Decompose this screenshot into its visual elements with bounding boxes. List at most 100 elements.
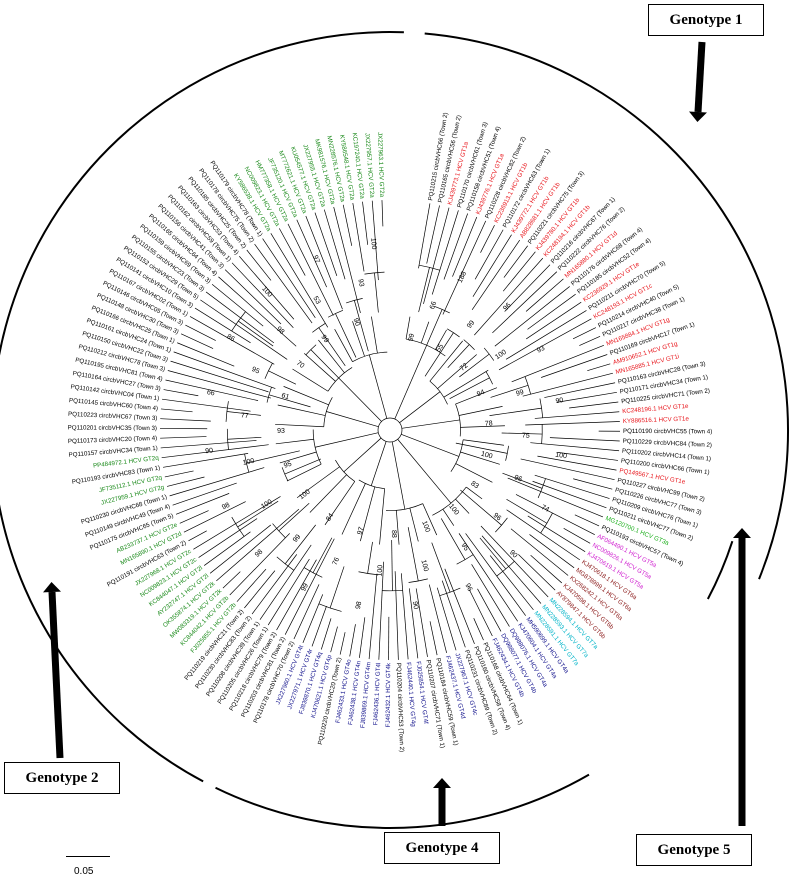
bootstrap-value: 100 xyxy=(260,285,273,298)
tip-branch xyxy=(263,239,316,318)
tip-label: FJ839869.1 HCV GT4m xyxy=(359,662,372,729)
tip-branch xyxy=(195,308,251,343)
tip-branch xyxy=(429,585,446,653)
bootstrap-value: 88 xyxy=(390,530,397,538)
internal-branch xyxy=(432,543,450,593)
internal-branch xyxy=(285,525,316,564)
internal-branch xyxy=(380,489,385,545)
internal-branch xyxy=(330,566,344,608)
tip-branch xyxy=(472,564,510,626)
tip-branch xyxy=(531,555,562,583)
tip-branch xyxy=(427,205,440,263)
internal-branch xyxy=(238,321,273,346)
tip-branch xyxy=(573,479,612,489)
root-branch xyxy=(344,438,381,472)
bootstrap-value: 55 xyxy=(435,343,445,353)
internal-branch xyxy=(284,386,329,404)
tip-branch xyxy=(569,402,618,408)
bootstrap-value: 95 xyxy=(283,461,293,470)
tip-branch xyxy=(526,302,581,339)
tip-branch xyxy=(252,554,297,614)
root-branch xyxy=(400,392,441,423)
bootstrap-value: 100 xyxy=(419,559,429,572)
tip-branch xyxy=(331,627,338,653)
internal-branch xyxy=(507,499,547,523)
tip-branch xyxy=(297,220,327,287)
internal-branch xyxy=(293,369,329,391)
tip-branch xyxy=(162,399,251,411)
tip-branch xyxy=(430,621,437,655)
tip-branch xyxy=(161,409,193,412)
bootstrap-value: 93 xyxy=(356,278,364,287)
internal-branch xyxy=(463,440,504,445)
bootstrap-value: 72 xyxy=(459,362,470,372)
tip-label: KY886516.1 HCV GT1e xyxy=(623,416,690,425)
tip-branch xyxy=(477,589,501,632)
bootstrap-value: 96 xyxy=(513,474,523,483)
genotype-4-arrow-head xyxy=(433,778,451,788)
bootstrap-value: 100 xyxy=(447,503,460,517)
tip-branch xyxy=(306,216,343,309)
tip-branch xyxy=(362,202,367,245)
bootstrap-value: 98 xyxy=(275,326,286,336)
bootstrap-value: 100 xyxy=(242,458,255,467)
tip-branch xyxy=(163,453,248,467)
internal-branch xyxy=(460,426,504,428)
internal-branch xyxy=(304,353,335,381)
root-arc xyxy=(378,418,402,442)
tip-branch xyxy=(537,456,616,470)
bootstrap-value: 66 xyxy=(429,301,438,311)
tip-branch xyxy=(525,421,620,425)
tip-label: PQ110190 circbVHC55 (Town 4) xyxy=(623,428,712,435)
tip-branch xyxy=(225,270,281,324)
bootstrap-value: 90 xyxy=(205,447,214,455)
tip-branch xyxy=(359,617,364,658)
tip-branch xyxy=(237,569,266,602)
tip-branch xyxy=(160,437,206,439)
tip-branch xyxy=(401,573,408,659)
bootstrap-value: 97 xyxy=(311,254,321,264)
tip-branch xyxy=(177,343,234,366)
tip-branch xyxy=(530,443,619,451)
bootstrap-value: 74 xyxy=(540,504,550,514)
internal-branch xyxy=(421,322,429,343)
internal-branch xyxy=(342,483,365,534)
tip-branch xyxy=(382,200,383,226)
internal-branch xyxy=(279,503,309,531)
tip-branch xyxy=(247,250,271,280)
tip-label: KC248196.1 HCV GT1e xyxy=(622,403,689,415)
tip-branch xyxy=(395,571,398,660)
tip-branch xyxy=(164,390,199,396)
internal-branch xyxy=(276,439,314,444)
bootstrap-value: 95 xyxy=(250,366,260,376)
tip-branch xyxy=(419,203,430,268)
tip-branch xyxy=(587,364,610,371)
internal-branch xyxy=(371,317,377,354)
tip-branch xyxy=(504,246,528,278)
tip-branch xyxy=(210,525,271,573)
tip-branch xyxy=(535,412,619,419)
internal-branch xyxy=(268,371,295,384)
bootstrap-value: 66 xyxy=(206,389,215,397)
tip-branch xyxy=(170,468,265,496)
tip-branch xyxy=(167,477,204,486)
bootstrap-value: 100 xyxy=(494,349,508,361)
tip-branch xyxy=(573,328,596,339)
tip-label: FJ462432.1 HCV GT4k xyxy=(385,662,392,727)
bootstrap-value: 99 xyxy=(466,319,476,330)
bootstrap-value: 98 xyxy=(355,601,363,610)
bootstrap-value: 90 xyxy=(555,397,564,405)
genotype-4-label: Genotype 4 xyxy=(384,832,500,864)
root-branch xyxy=(369,355,386,419)
tip-branch xyxy=(472,240,520,310)
tip-branch xyxy=(165,471,194,477)
bootstrap-value: 90 xyxy=(508,549,519,560)
bootstrap-value: 100 xyxy=(369,238,377,250)
internal-branch xyxy=(392,540,393,591)
scale-bar xyxy=(66,856,110,857)
internal-branch xyxy=(275,424,324,426)
tip-branch xyxy=(437,588,456,651)
tip-branch xyxy=(188,531,206,541)
bootstrap-value: 93 xyxy=(277,428,285,435)
